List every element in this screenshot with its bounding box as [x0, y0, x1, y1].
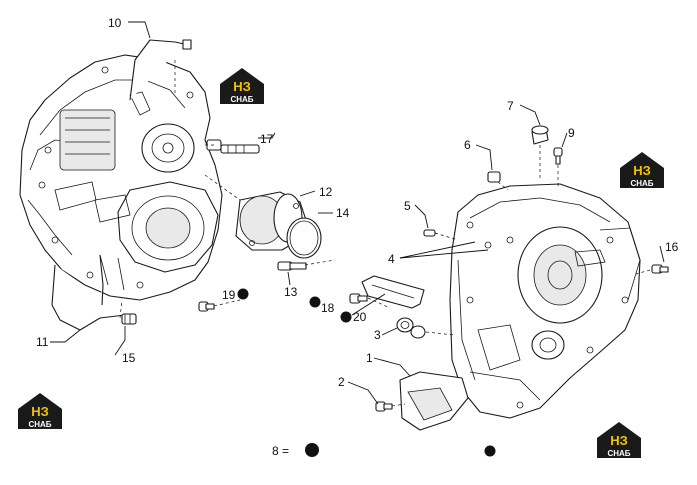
bolt-2	[375, 401, 393, 412]
sensor-17	[206, 139, 260, 154]
right-housing	[449, 183, 641, 419]
bolt-18	[349, 293, 368, 304]
callout-1: 1	[366, 351, 373, 365]
left-housing	[19, 54, 223, 301]
svg-text:НЗ: НЗ	[610, 433, 628, 448]
svg-text:НЗ: НЗ	[31, 404, 49, 419]
callout-7: 7	[507, 99, 514, 113]
pipe-10	[129, 39, 192, 101]
plug-6	[487, 171, 501, 183]
svg-text:НЗ: НЗ	[633, 163, 651, 178]
callout-11: 11	[36, 335, 49, 349]
callout-9: 9	[568, 126, 575, 140]
callout-4: 4	[388, 252, 395, 266]
callout-10: 10	[108, 16, 122, 30]
bolt-19	[198, 301, 215, 312]
callout-12: 12	[319, 185, 333, 199]
bolt-13	[277, 261, 307, 271]
svg-text:СНАБ: СНАБ	[607, 449, 630, 458]
dowel-5	[423, 229, 436, 237]
assembly-lines	[119, 60, 651, 407]
bracket-1	[399, 371, 469, 431]
callout-14: 14	[336, 206, 350, 220]
callout-13: 13	[284, 285, 298, 299]
callout-18: 18	[321, 301, 335, 315]
plate-20	[361, 275, 425, 309]
breather-7	[531, 125, 549, 145]
leader-lines	[50, 21, 665, 405]
callout-5: 5	[404, 199, 411, 213]
callout-19: 19	[222, 288, 236, 302]
pipe-11	[51, 254, 126, 331]
callout-2: 2	[338, 375, 345, 389]
callout-16: 16	[665, 240, 679, 254]
dot-marker	[309, 296, 321, 308]
dot-marker	[237, 288, 249, 300]
svg-text:СНАБ: СНАБ	[630, 179, 653, 188]
marker-dots	[237, 288, 496, 457]
legend: 8 =	[272, 443, 319, 458]
brand-logo: НЗ СНАБ	[597, 422, 641, 458]
callout-labels: 10 17 12 14 7 9 6 5 4 16 19 13 18 20 3 1…	[36, 16, 679, 389]
callout-17: 17	[260, 132, 274, 146]
brand-logo: НЗ СНАБ	[620, 152, 664, 188]
callout-20: 20	[353, 310, 367, 324]
svg-text:СНАБ: СНАБ	[230, 95, 253, 104]
dot-marker	[484, 445, 496, 457]
fitting-15	[121, 313, 137, 325]
screw-9	[553, 147, 563, 165]
svg-text:СНАБ: СНАБ	[28, 420, 51, 429]
legend-dot	[305, 443, 319, 457]
dot-marker	[340, 311, 352, 323]
callout-3: 3	[374, 328, 381, 342]
callout-15: 15	[122, 351, 136, 365]
o-ring-14	[286, 217, 322, 259]
svg-text:НЗ: НЗ	[233, 79, 251, 94]
bolt-16	[651, 264, 669, 274]
legend-text: 8 =	[272, 444, 289, 458]
brand-logo: НЗ СНАБ	[18, 393, 62, 429]
callout-6: 6	[464, 138, 471, 152]
brand-logo: НЗ СНАБ	[220, 68, 264, 104]
plug-3	[396, 317, 426, 339]
